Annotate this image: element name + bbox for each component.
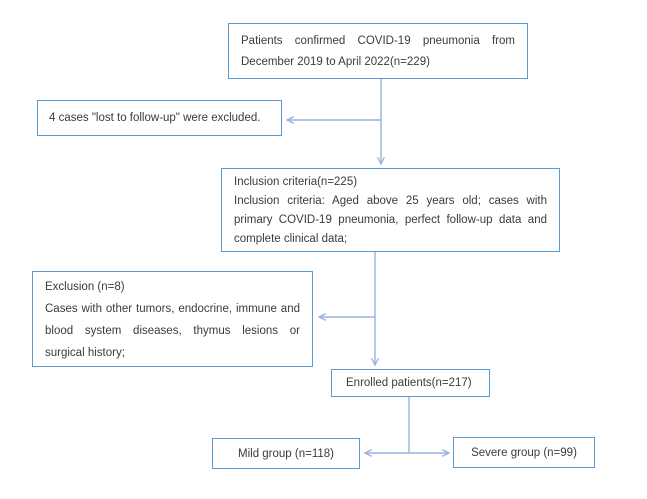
box-inclusion-criteria-body: Inclusion criteria: Aged above 25 years …	[234, 195, 547, 245]
box-patients-confirmed: Patients confirmed COVID-19 pneumonia fr…	[228, 23, 528, 79]
box-inclusion-criteria-title: Inclusion criteria(n=225)	[234, 176, 358, 188]
box-mild-group-text: Mild group (n=118)	[238, 447, 334, 460]
box-mild-group: Mild group (n=118)	[212, 438, 360, 469]
box-severe-group-text: Severe group (n=99)	[471, 446, 577, 459]
box-lost-followup: 4 cases "lost to follow-up" were exclude…	[37, 100, 282, 136]
box-exclusion-body: Cases with other tumors, endocrine, immu…	[45, 303, 300, 359]
box-exclusion: Exclusion (n=8) Cases with other tumors,…	[32, 271, 313, 367]
box-enrolled-patients: Enrolled patients(n=217)	[331, 369, 490, 397]
box-inclusion-criteria: Inclusion criteria(n=225) Inclusion crit…	[221, 168, 560, 252]
box-severe-group: Severe group (n=99)	[453, 437, 595, 468]
box-patients-confirmed-text: Patients confirmed COVID-19 pneumonia fr…	[241, 35, 515, 68]
box-lost-followup-text: 4 cases "lost to follow-up" were exclude…	[49, 112, 261, 124]
box-exclusion-title: Exclusion (n=8)	[45, 281, 125, 293]
box-enrolled-patients-text: Enrolled patients(n=217)	[346, 377, 472, 389]
